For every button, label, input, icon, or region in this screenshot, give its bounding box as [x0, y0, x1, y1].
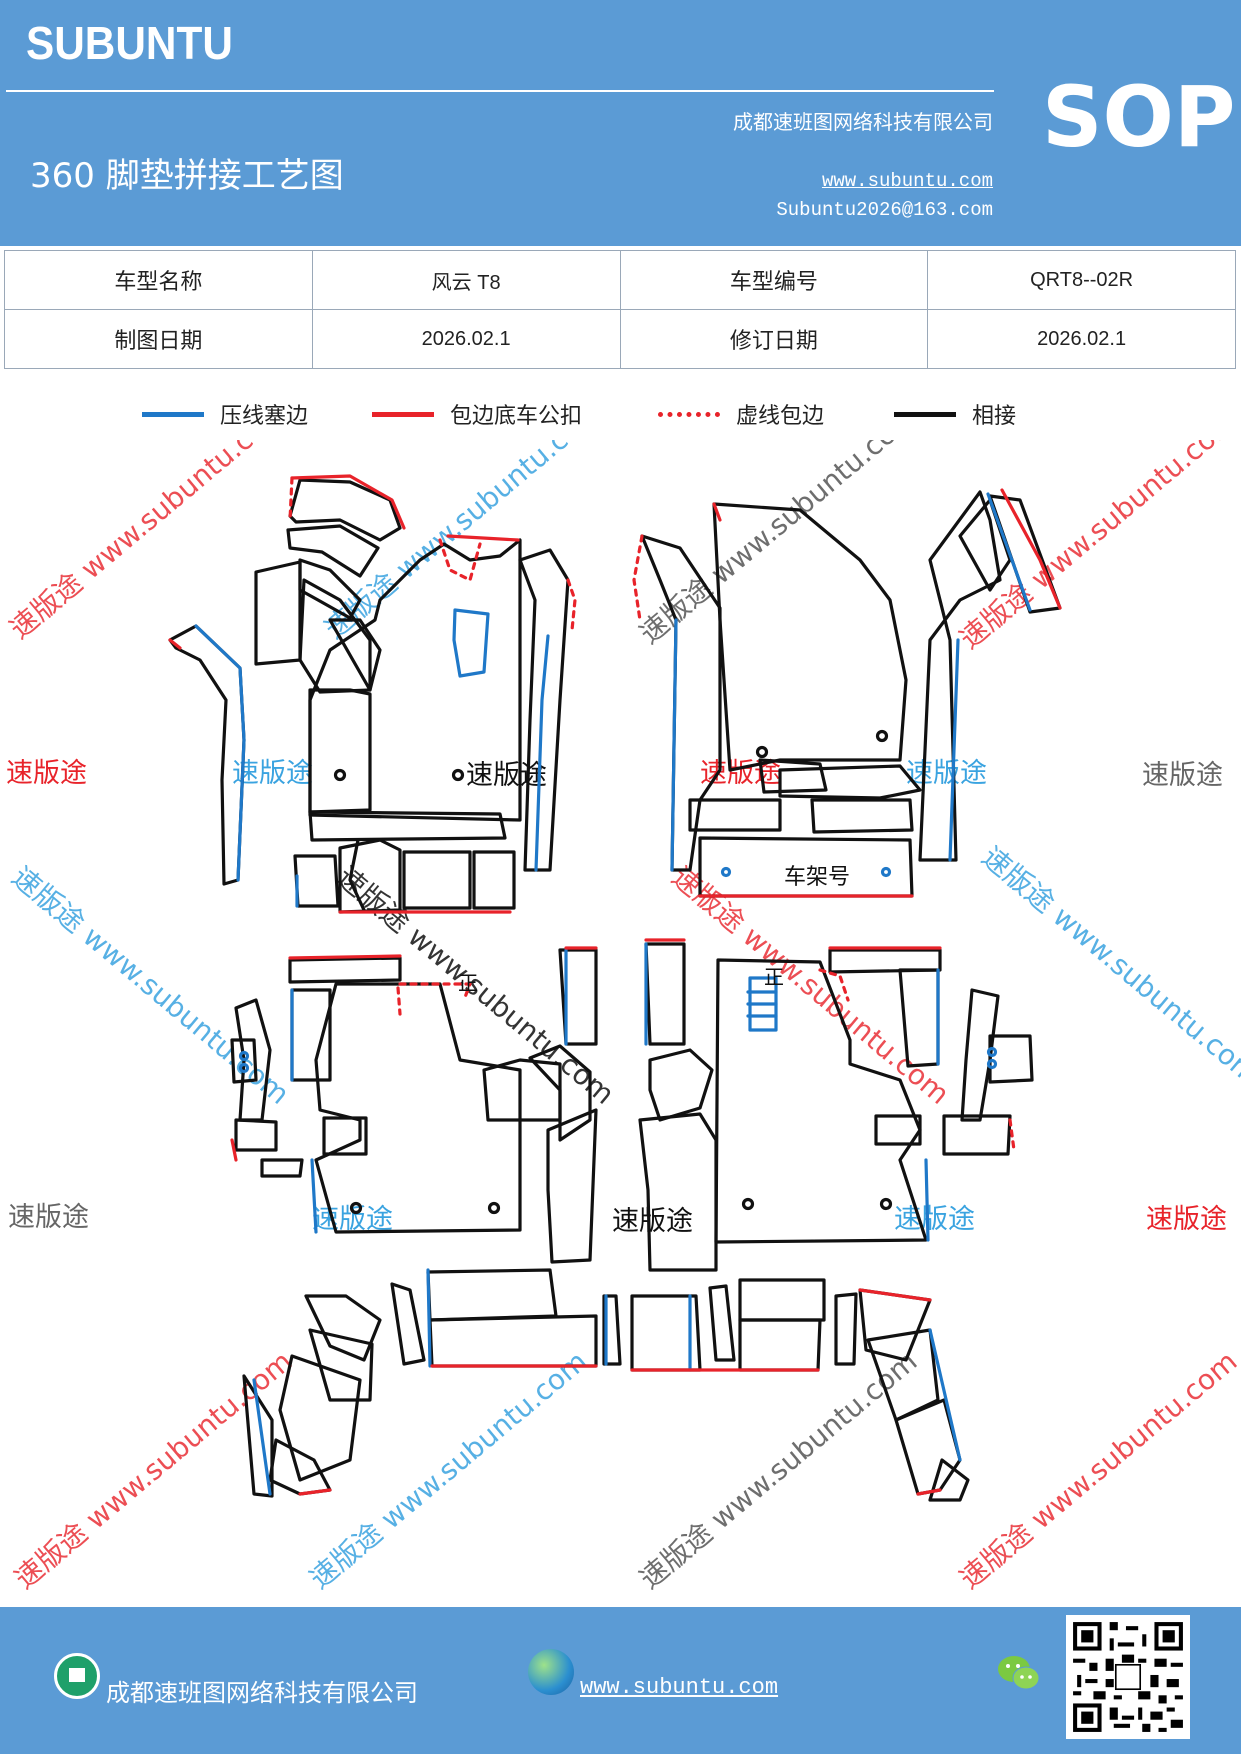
- brand-watermark: 速版途: [1146, 1204, 1227, 1235]
- footer-website-link[interactable]: www.subuntu.com: [580, 1675, 779, 1700]
- table-row: 制图日期 2026.02.1 修订日期 2026.02.1: [4, 309, 1236, 369]
- footer-banner: 成都速班图网络科技有限公司 www.subuntu.com: [0, 1607, 1241, 1754]
- watermark-text: 速版途 www.subuntu.com: [953, 1344, 1241, 1595]
- mat-group-bottom: [242, 1268, 970, 1502]
- watermark-text: 速版途 www.subuntu.com: [633, 1344, 923, 1595]
- revise-date-value: 2026.02.1: [927, 309, 1236, 369]
- legend-label: 虚线包边: [736, 404, 825, 429]
- revise-date-label: 修订日期: [619, 309, 929, 369]
- vehicle-info-table: 车型名称 风云 T8 车型编号 QRT8--02R 制图日期 2026.02.1…: [4, 250, 1236, 369]
- legend-swatch-blue: [142, 411, 204, 417]
- zheng-mark: 正: [764, 965, 784, 989]
- model-name-label: 车型名称: [4, 250, 313, 310]
- legend-label: 压线塞边: [220, 404, 309, 429]
- mat-group-top-left: [168, 474, 577, 914]
- brand-watermark: 速版途: [466, 760, 547, 791]
- brand-watermark: 速版途: [612, 1206, 693, 1237]
- watermark-text: 速版途 www.subuntu.com: [976, 840, 1241, 1091]
- globe-icon: [528, 1649, 574, 1695]
- watermark-text: 速版途 www.subuntu.com: [953, 440, 1241, 655]
- line-legend: 压线塞边 包边底车公扣 虚线包边 相接: [0, 398, 1241, 438]
- frame-number-label: 车架号: [784, 865, 850, 890]
- legend-label: 相接: [972, 404, 1017, 429]
- brand-watermark: 速版途: [232, 758, 313, 789]
- header-email: Subuntu2026@163.com: [776, 199, 993, 221]
- page-title: 360 脚垫拼接工艺图: [30, 156, 344, 196]
- watermark-text: 速版途 www.subuntu.com: [666, 860, 956, 1111]
- legend-swatch-red: [372, 411, 434, 417]
- legend-item-joined: 相接: [894, 398, 1016, 430]
- legend-swatch-black: [894, 411, 956, 417]
- watermark-text: 速版途 www.subuntu.com: [3, 440, 293, 645]
- model-name-value: 风云 T8: [311, 250, 621, 310]
- footer-company: 成都速班图网络科技有限公司: [106, 1679, 418, 1707]
- brand-watermarks: 速版途 速版途 速版途 速版途 速版途 速版途 速版途 速版途 速版途 速版途 …: [6, 758, 1227, 1237]
- brand-watermark: 速版途: [906, 758, 987, 789]
- header-website-link[interactable]: www.subuntu.com: [821, 170, 993, 192]
- model-code-value: QRT8--02R: [927, 250, 1236, 310]
- brand-watermark: 速版途: [6, 758, 87, 789]
- legend-item-wrap-edge: 包边底车公扣: [372, 398, 582, 430]
- legend-swatch-red-dotted: [658, 411, 720, 417]
- mat-group-top-right: [632, 488, 1062, 898]
- qr-code: [1066, 1615, 1190, 1739]
- legend-item-dotted-wrap: 虚线包边: [658, 398, 824, 430]
- mat-group-mid-left: [230, 946, 598, 1264]
- header-company: 成都速班图网络科技有限公司: [733, 110, 993, 134]
- floor-mat-diagram: 速版途 www.subuntu.com 速版途 www.subuntu.com …: [3, 440, 1241, 1595]
- wechat-icon: [998, 1656, 1040, 1690]
- watermark-text: 速版途 www.subuntu.com: [6, 860, 296, 1111]
- brand-watermark: 速版途: [8, 1202, 89, 1233]
- zheng-mark: 正: [458, 971, 478, 995]
- draw-date-label: 制图日期: [4, 309, 313, 369]
- legend-label: 包边底车公扣: [450, 404, 583, 429]
- watermark-layer: 速版途 www.subuntu.com 速版途 www.subuntu.com …: [3, 440, 1241, 1595]
- model-code-label: 车型编号: [619, 250, 929, 310]
- sop-label: SOP: [1042, 68, 1236, 166]
- watermark-text: 速版途 www.subuntu.com: [303, 1344, 593, 1595]
- table-row: 车型名称 风云 T8 车型编号 QRT8--02R: [4, 250, 1236, 310]
- brand-watermark: 速版途: [894, 1204, 975, 1235]
- brand-watermark: 速版途: [1142, 760, 1223, 791]
- brand-logo-text: SUBUNTU: [26, 17, 233, 69]
- header-divider: [6, 90, 994, 92]
- mat-group-mid-right: [638, 938, 1034, 1272]
- header-banner: SUBUNTU 成都速班图网络科技有限公司 360 脚垫拼接工艺图 www.su…: [0, 0, 1241, 246]
- draw-date-value: 2026.02.1: [311, 309, 621, 369]
- legend-item-press-line: 压线塞边: [142, 398, 308, 430]
- home-icon: [54, 1653, 100, 1699]
